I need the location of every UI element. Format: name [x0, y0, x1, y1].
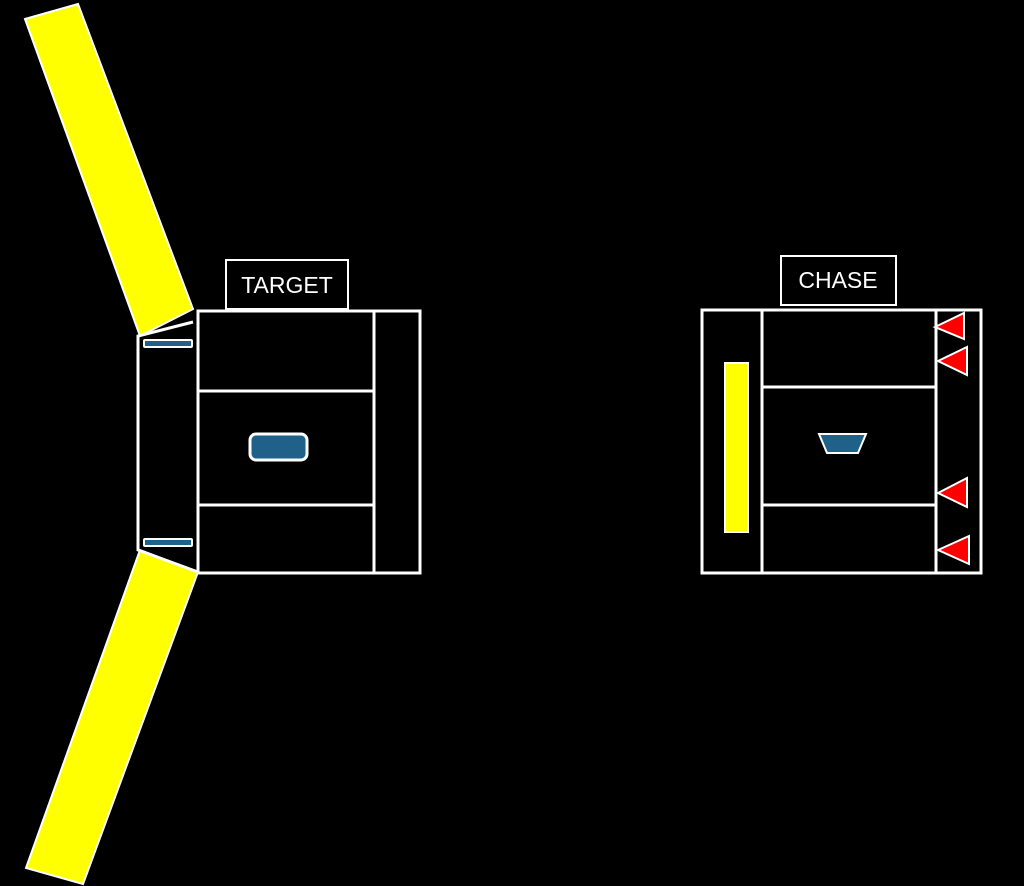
target-docking-port-icon[interactable]: [248, 432, 309, 462]
chase-solar-strip: [724, 362, 749, 533]
target-spacecraft[interactable]: TARGET: [23, 2, 422, 886]
target-panel-mount: [136, 320, 199, 574]
chase-thruster-2-triangle-thruster-icon: [935, 345, 968, 377]
chase-thruster-3-triangle-thruster-icon: [935, 476, 968, 509]
target-label-box: TARGET: [225, 259, 349, 310]
chase-thruster-4-triangle-thruster-icon: [935, 534, 970, 566]
chase-body: [700, 308, 983, 575]
target-body: [196, 309, 422, 575]
chase-label: CHASE: [798, 267, 877, 293]
target-label: TARGET: [241, 272, 333, 298]
target-upper-panel-bracket: [143, 339, 193, 348]
chase-docking-probe-icon[interactable]: [817, 433, 868, 454]
chase-label-box: CHASE: [780, 255, 897, 306]
target-upper-solar-panel: [23, 2, 195, 338]
chase-thruster-1-triangle-thruster-icon: [932, 311, 965, 341]
chase-spacecraft[interactable]: CHASE: [700, 255, 983, 575]
target-lower-panel-bracket: [143, 538, 193, 547]
